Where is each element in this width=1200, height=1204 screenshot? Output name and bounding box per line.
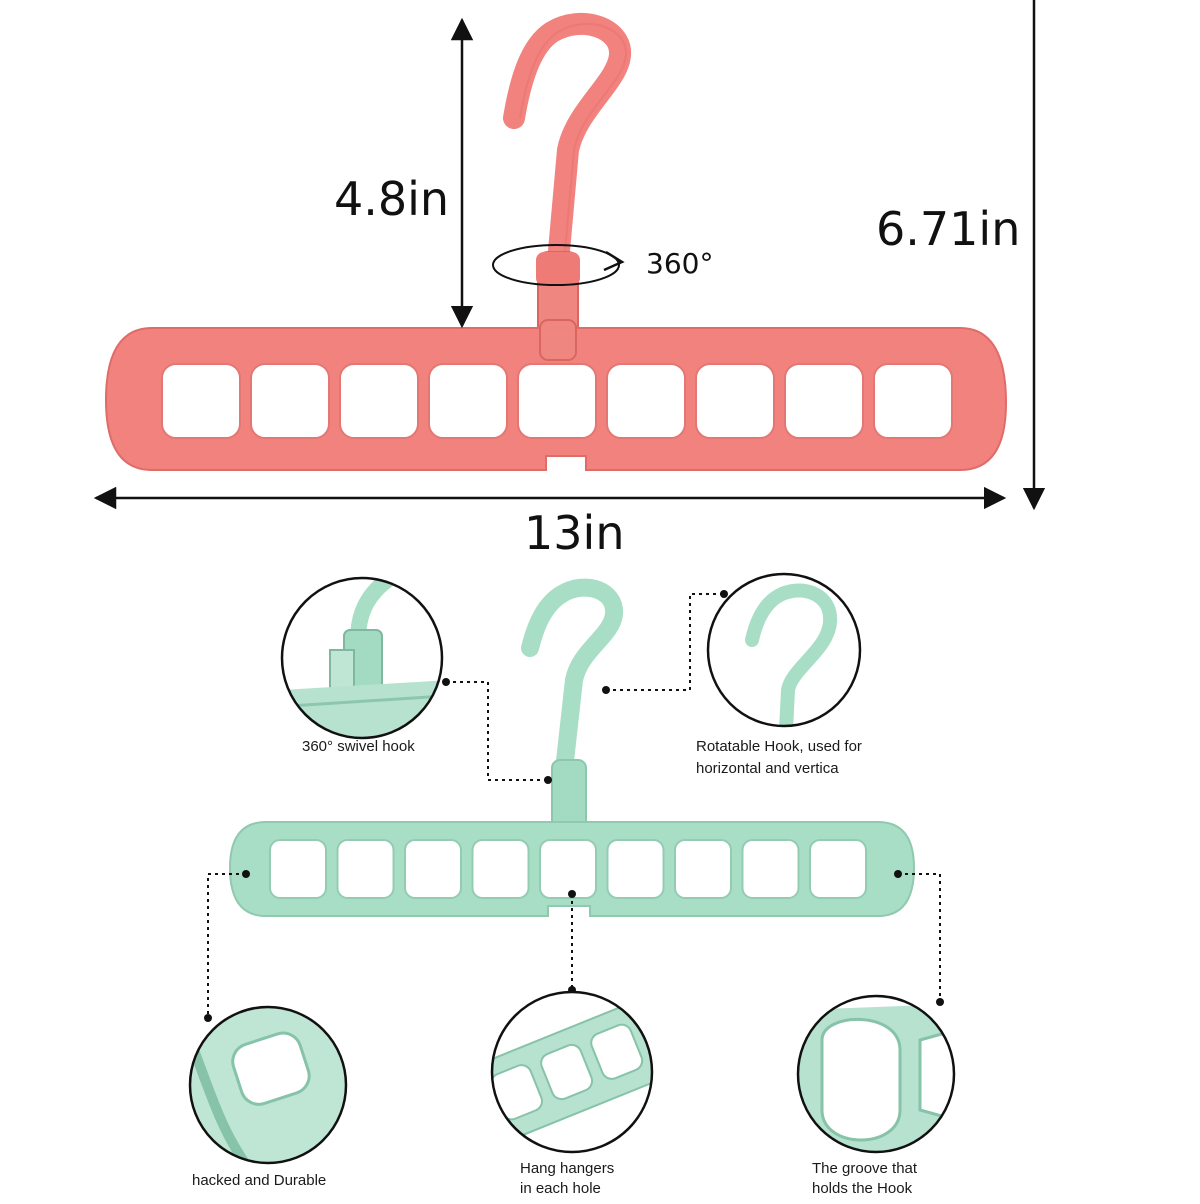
detail-circle-swivel: [280, 576, 444, 740]
pink-hanger-hole: [517, 363, 597, 439]
total-height-label: 6.71in: [876, 202, 1021, 256]
green-hanger-hole: [269, 839, 327, 899]
pink-hanger-hole: [428, 363, 508, 439]
green-hanger-hole: [336, 839, 395, 899]
groove-caption-line1: The groove that: [812, 1160, 918, 1177]
rotatable-caption-line2: horizontal and vertica: [696, 760, 839, 777]
green-hanger: [228, 578, 916, 917]
pink-hanger-hole: [606, 363, 686, 439]
detail-circle-holes: [490, 990, 654, 1154]
green-hanger-hole: [674, 839, 732, 899]
connector-dots: [204, 590, 944, 1022]
green-hook-icon: [521, 578, 623, 779]
detail-circle-groove: [796, 994, 956, 1154]
durable-caption: hacked and Durable: [192, 1172, 327, 1189]
green-hanger-hole: [809, 839, 867, 899]
pink-hanger-hole: [161, 363, 241, 439]
pink-hook-icon: [503, 13, 631, 273]
rotation-arrow-icon: [492, 244, 625, 286]
pink-hanger-hole: [339, 363, 419, 439]
hang-caption-line2: in each hole: [520, 1180, 601, 1197]
rotatable-caption-line1: Rotatable Hook, used for: [696, 738, 862, 755]
dotted-connectors: [207, 593, 941, 1018]
hang-caption-line1: Hang hangers: [520, 1160, 615, 1177]
pink-hanger-hole: [784, 363, 864, 439]
green-hanger-hole: [606, 839, 665, 899]
groove-caption-line2: holds the Hook: [812, 1180, 913, 1197]
rotation-label: 360°: [646, 247, 714, 280]
green-hanger-hole: [404, 839, 462, 899]
detail-circle-durable: [188, 1005, 348, 1165]
green-hanger-hole: [539, 839, 597, 899]
pink-hanger-hole: [873, 363, 953, 439]
hook-height-label: 4.8in: [334, 172, 450, 226]
width-label: 13in: [524, 506, 625, 560]
swivel-caption: 360° swivel hook: [302, 738, 415, 755]
pink-hanger-hole: [250, 363, 330, 439]
pink-hanger: [104, 13, 1008, 471]
green-hanger-hole: [471, 839, 530, 899]
pink-hanger-hole: [695, 363, 775, 439]
green-hanger-hole: [741, 839, 800, 899]
dimension-lines: [93, 0, 1046, 511]
detail-circle-hook: [706, 572, 862, 728]
